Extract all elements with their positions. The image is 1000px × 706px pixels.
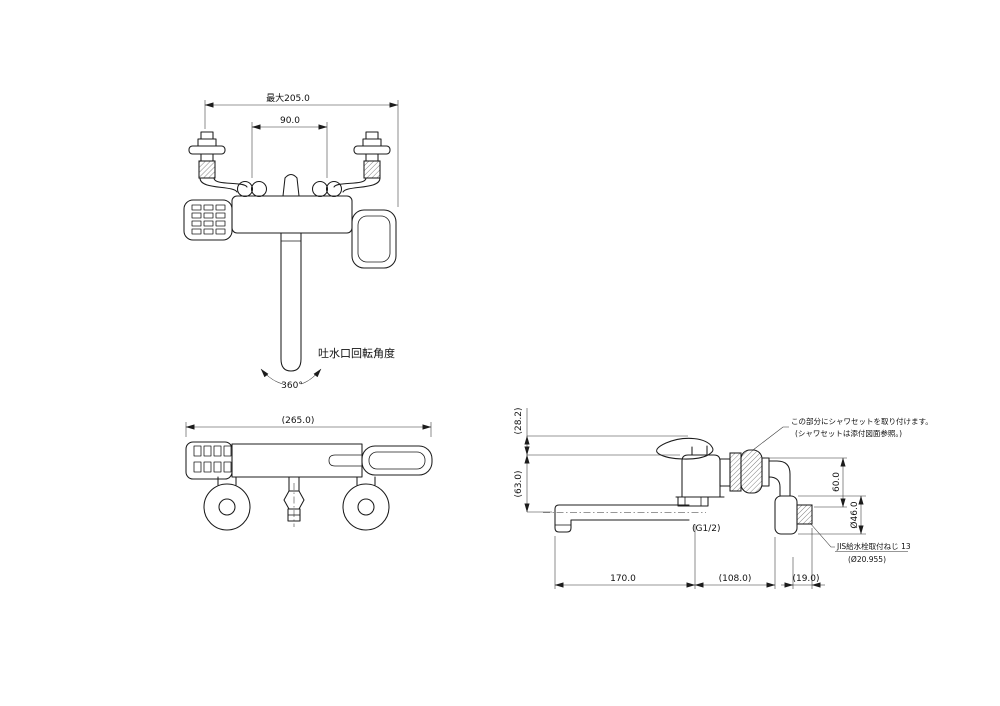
shower-note-line2: (シャワセットは添付図面参照。) [795,428,902,438]
check-valve-nut [250,180,268,198]
wall-flange [188,145,226,155]
front-view: 最大205.0 90.0 [183,92,399,391]
dim-overall-width-label: (265.0) [282,416,315,426]
leg-cap [200,131,214,140]
volume-handle [351,209,397,269]
spout-rotation-note: 吐水口回転角度 [318,346,395,360]
supply-pipe-left [199,177,248,193]
grip-slots [193,445,232,473]
handle-lever [656,437,714,460]
wall-nipple-thread [796,504,813,525]
internal-pipe [328,454,362,467]
leg-cap [362,138,382,147]
leg-connector [217,476,376,486]
threaded-section [363,160,381,179]
dim-body-to-wall-label: (108.0) [719,574,752,584]
thread-note-line2: (Ø20.955) [848,555,886,564]
dim-spout-length-label: 170.0 [610,574,636,584]
shower-port-connector [719,458,731,487]
valve-body-bottom [231,443,363,478]
supply-pipe-right [333,177,381,193]
rotation-angle-label: 360° [281,381,303,391]
wall-elbow [768,460,791,497]
leg-cap [197,138,217,147]
extension-line [526,408,688,513]
right-inlet-leg [353,131,391,179]
extension-line [251,122,328,178]
rotation-arc [300,368,322,385]
extension-line [554,524,813,589]
rotation-arc [260,368,284,385]
shower-note-line1: この部分にシャワセットを取り付けます。 [791,416,933,426]
grip-slots [191,204,226,235]
wall-flange-disc [774,495,798,535]
check-valve-nut [311,180,329,198]
body-profile [681,454,721,498]
shower-port-cap [740,449,763,494]
volume-handle-inner [357,215,391,263]
check-valve-nut [325,180,343,198]
leg-cap [365,131,379,140]
leader-line [752,426,789,451]
spout-connector [288,476,300,492]
dim-inlet-pitch-label: 90.0 [280,116,300,126]
thread-note-line1: JIS給水栓取付ねじ 13 [836,541,911,551]
extension-line [765,457,866,535]
spout-neck [282,173,300,197]
valve-body [231,195,353,234]
dim-wall-nipple-label: (19.0) [792,574,819,584]
check-valve-nut [236,180,254,198]
mount-flange-inner [218,498,236,516]
leg-stem [200,153,214,162]
temperature-handle-bottom [185,441,233,480]
bottom-view: (265.0) [185,416,433,531]
leader-line [809,522,835,548]
handle-stem [691,445,708,456]
mount-flange-inner [357,498,375,516]
mount-flange-circle [203,483,251,531]
elbow-collar [761,457,770,487]
spout-profile [554,504,690,533]
mount-flange-circle [342,483,390,531]
spout [280,232,302,372]
wall-flange [353,145,391,155]
threaded-section [198,160,216,179]
dim-body-to-spout-label: (63.0) [514,470,524,497]
nut-detail [684,497,702,506]
shower-port-ring [729,452,742,492]
temperature-handle [183,199,233,241]
dim-flange-diameter-label: Ø46.0 [849,501,860,528]
dim-handle-height-label: (28.2) [514,407,524,434]
volume-handle-bottom-inner [368,451,426,470]
dim-max-width-label: 最大205.0 [266,92,310,104]
dim-shower-port-offset-label: 60.0 [832,472,842,492]
left-inlet-leg [188,131,226,179]
side-view: (28.2) (63.0) 170.0 (108.0) (19.0) (G1/2… [514,407,933,589]
leg-stem [365,153,379,162]
volume-handle-bottom [361,445,433,476]
dim-spout-thread-label: (G1/2) [692,524,720,534]
